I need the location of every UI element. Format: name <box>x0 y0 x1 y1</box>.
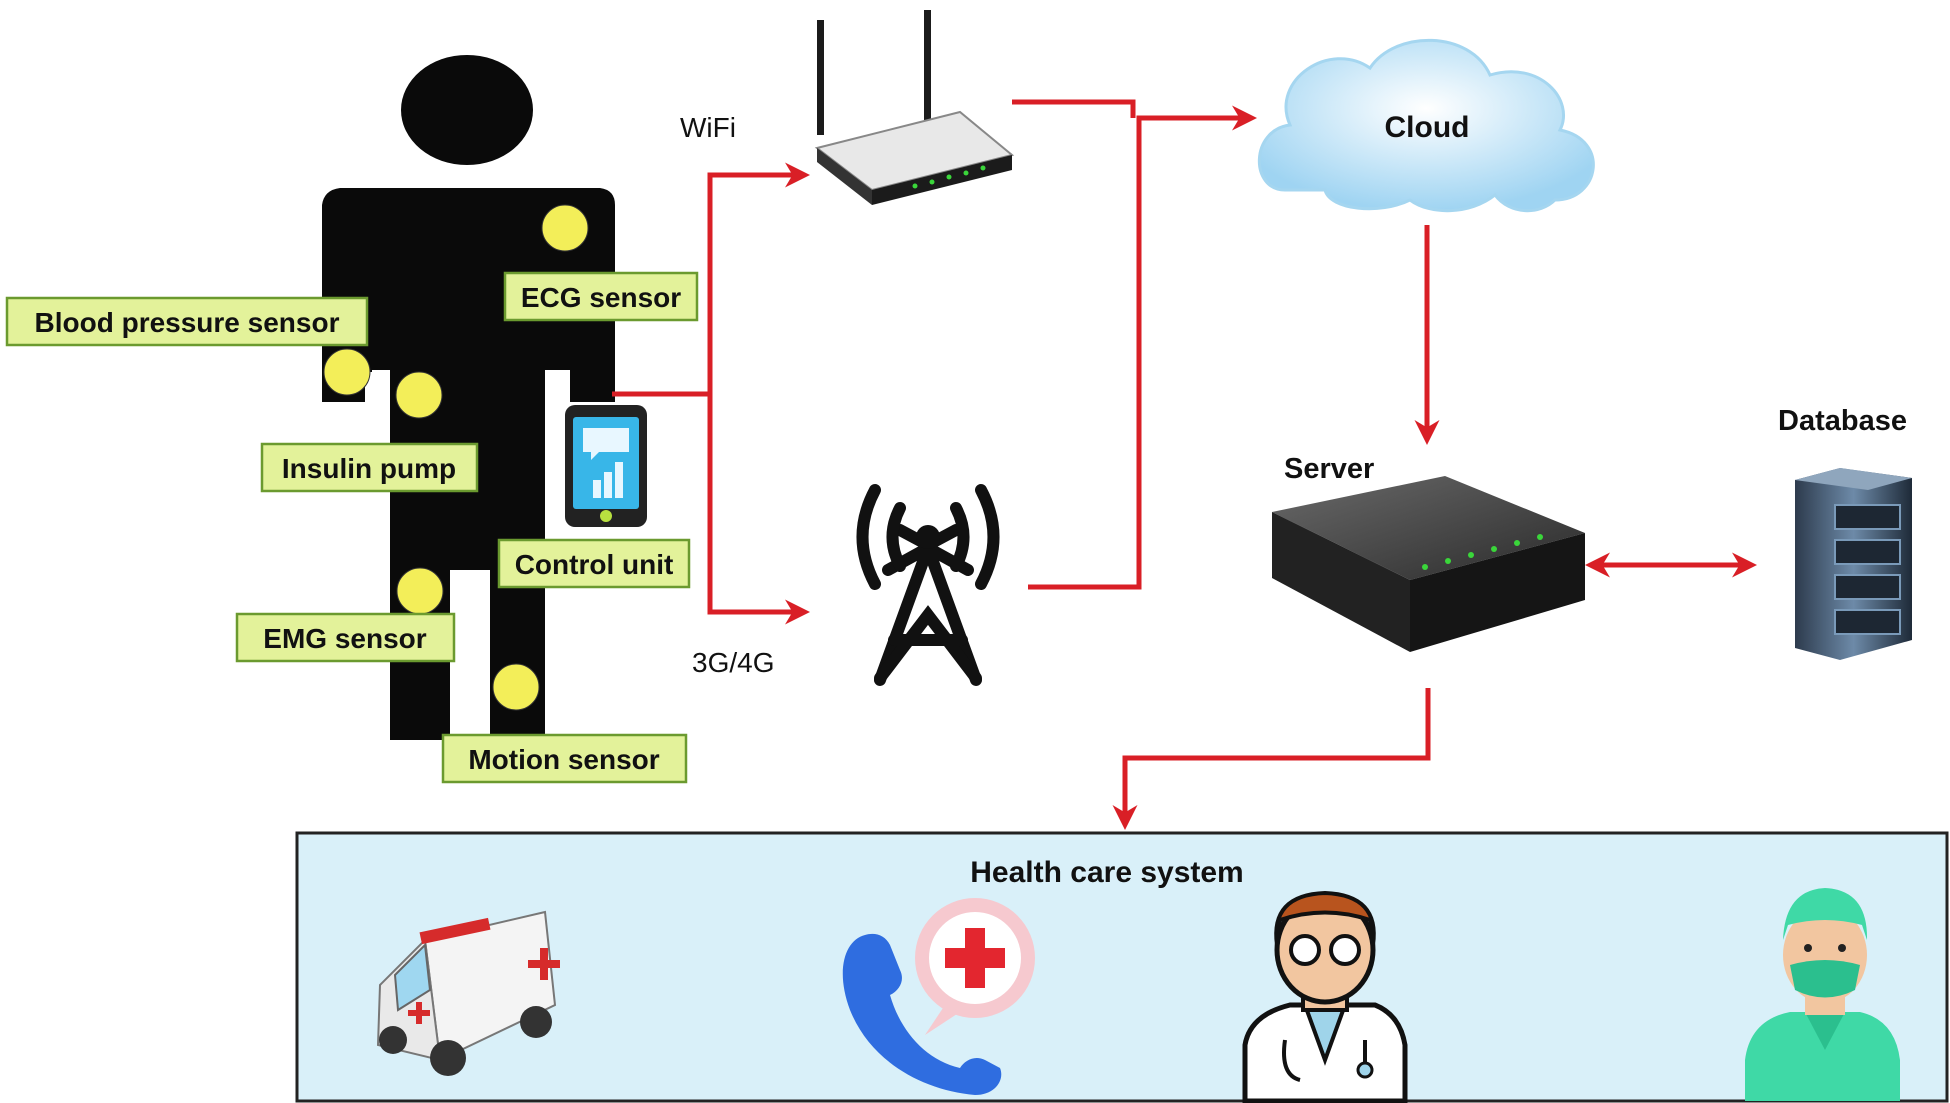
motion-sensor-dot <box>492 663 540 711</box>
svg-text:Blood pressure sensor: Blood pressure sensor <box>35 307 340 338</box>
svg-text:ECG sensor: ECG sensor <box>521 282 681 313</box>
database-rack-icon <box>1795 468 1912 660</box>
health-care-panel: Health care system <box>295 831 1949 1103</box>
svg-text:Insulin pump: Insulin pump <box>282 453 456 484</box>
ecg-sensor-dot <box>541 204 589 252</box>
emergency-call-icon <box>842 898 1035 1095</box>
blood-pressure-sensor-label: Blood pressure sensor <box>5 296 369 347</box>
health-care-title: Health care system <box>970 856 1244 889</box>
wifi-router-icon <box>814 10 1015 205</box>
cell-tower-icon <box>856 484 1000 686</box>
cloud-label: Cloud <box>1385 111 1470 144</box>
blood-pressure-sensor-dot <box>323 348 371 396</box>
doctor-icon <box>1242 890 1408 1103</box>
motion-sensor-label: Motion sensor <box>441 733 688 784</box>
server-icon <box>1272 476 1585 652</box>
connection-arrows <box>612 99 1757 830</box>
insulin-pump-dot <box>395 371 443 419</box>
emg-sensor-dot <box>396 567 444 615</box>
nurse-icon <box>1745 888 1900 1101</box>
control-unit-label: Control unit <box>497 538 691 589</box>
svg-text:Motion sensor: Motion sensor <box>468 744 659 775</box>
svg-text:EMG sensor: EMG sensor <box>263 623 426 654</box>
ecg-sensor-label: ECG sensor <box>503 271 699 322</box>
emg-sensor-label: EMG sensor <box>235 612 456 663</box>
svg-text:Control unit: Control unit <box>515 549 674 580</box>
wifi-label: WiFi <box>680 112 736 143</box>
phone-icon <box>565 405 647 527</box>
cloud-icon: Cloud <box>1257 38 1595 213</box>
ambulance-icon <box>376 910 560 1076</box>
server-label: Server <box>1284 453 1374 485</box>
insulin-pump-label: Insulin pump <box>260 442 479 493</box>
database-label: Database <box>1778 405 1907 437</box>
cellular-label: 3G/4G <box>692 647 774 678</box>
